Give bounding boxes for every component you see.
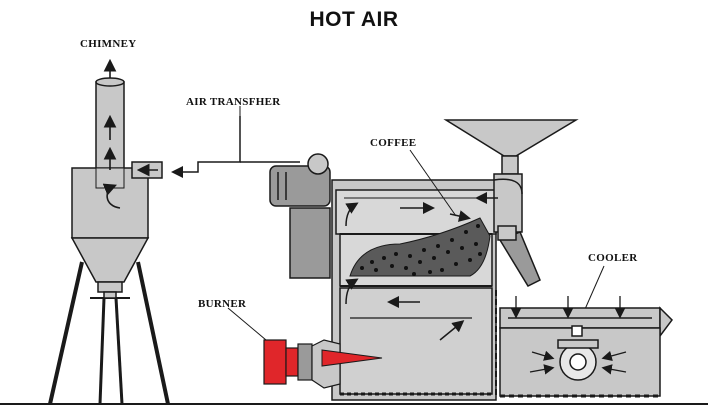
flame-icon [321,349,383,367]
cooler-fan-icon [557,339,599,381]
cyclone-cone [70,237,150,283]
label-chimney: CHIMNEY [80,38,137,50]
airflow-arrow-icon [102,58,158,209]
coffee-beans-texture [360,224,482,276]
coffee-beans [349,217,491,277]
chimney-cyclone [48,77,170,405]
label-coffee: COFFEE [370,137,417,149]
label-air-transfer: AIR TRANSFHER [186,96,281,108]
roaster-body [331,179,497,401]
label-cooler: COOLER [588,252,638,264]
air-transfer-duct [171,116,300,178]
diagram-title: HOT AIR [309,8,399,31]
airflow-arrow-icon [510,296,627,375]
airflow-arrow-icon [345,192,498,341]
label-burner: BURNER [198,298,247,310]
hopper [443,119,579,287]
fan-motor-icon [269,153,331,279]
